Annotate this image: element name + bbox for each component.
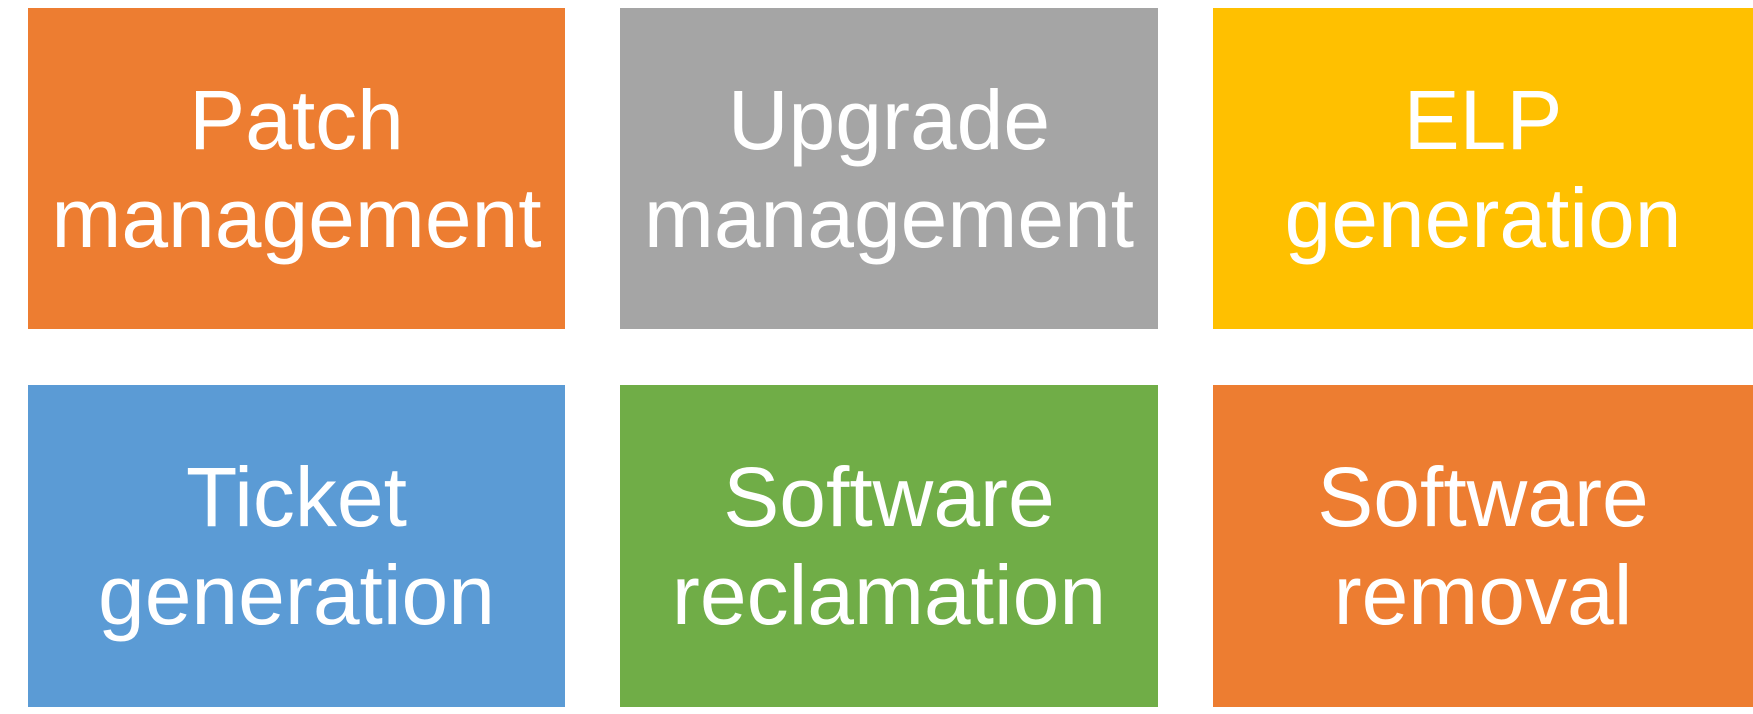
tile-line-2: generation bbox=[98, 548, 495, 642]
tile-line-1: Software bbox=[723, 450, 1055, 544]
tile-line-1: Patch bbox=[189, 72, 404, 167]
tile-patch-management: Patch management bbox=[28, 8, 565, 329]
tile-line-1: ELP bbox=[1403, 72, 1563, 167]
tile-line-1: Upgrade bbox=[727, 72, 1051, 167]
tile-line-1: Software bbox=[1317, 450, 1649, 544]
tile-line-2: generation bbox=[1284, 170, 1682, 265]
tile-software-removal: Software removal bbox=[1213, 385, 1753, 707]
tile-line-1: Ticket bbox=[186, 450, 407, 544]
tile-line-2: management bbox=[643, 170, 1135, 265]
tile-elp-generation: ELP generation bbox=[1213, 8, 1753, 329]
tile-line-2: management bbox=[51, 170, 542, 265]
tile-line-2: removal bbox=[1333, 548, 1633, 642]
tile-ticket-generation: Ticket generation bbox=[28, 385, 565, 707]
tile-line-2: reclamation bbox=[671, 548, 1107, 642]
tile-upgrade-management: Upgrade management bbox=[620, 8, 1158, 329]
tile-software-reclamation: Software reclamation bbox=[620, 385, 1158, 707]
